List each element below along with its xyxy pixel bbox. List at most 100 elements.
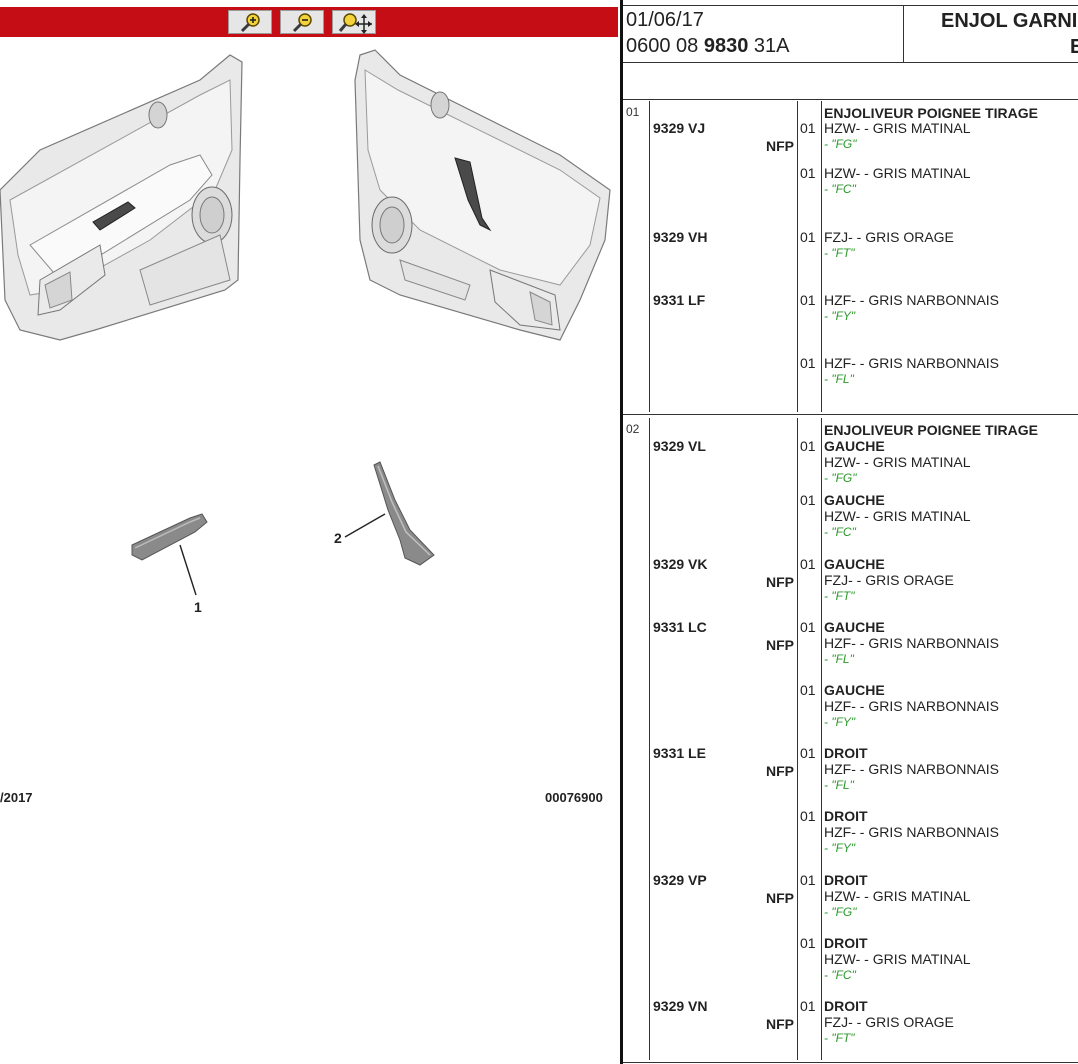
part-description: HZF- - GRIS NARBONNAIS- "FY" bbox=[824, 292, 999, 324]
viewer-toolbar bbox=[0, 7, 618, 37]
quantity: 01 bbox=[800, 492, 816, 508]
quantity: 01 bbox=[800, 935, 816, 951]
quantity: 01 bbox=[800, 165, 816, 181]
part-2-illustration bbox=[344, 461, 435, 566]
column-divider bbox=[797, 101, 798, 412]
trim-color: HZF- - GRIS NARBONNAIS bbox=[824, 824, 1000, 840]
nfp-flag: NFP bbox=[766, 138, 794, 154]
option-code: - "FT" bbox=[824, 246, 855, 260]
side-label: DROIT bbox=[824, 998, 868, 1014]
trim-color: FZJ- - GRIS ORAGE bbox=[824, 572, 954, 588]
trim-color: HZW- - GRIS MATINAL bbox=[824, 951, 971, 967]
group-separator bbox=[623, 414, 1078, 415]
column-divider bbox=[649, 101, 650, 412]
quantity: 01 bbox=[800, 808, 816, 824]
part-number: 9331 LE bbox=[653, 745, 706, 761]
option-code: - "FT" bbox=[824, 1031, 855, 1045]
trim-color: FZJ- - GRIS ORAGE bbox=[824, 1014, 954, 1030]
group-index: 01 bbox=[626, 105, 640, 119]
catalog-date: 01/06/17 bbox=[626, 9, 704, 31]
exploded-view-panel: 1 2 /2017 00076900 bbox=[0, 7, 618, 805]
option-code: - "FT" bbox=[824, 589, 855, 603]
right-door-panel-illustration bbox=[354, 49, 611, 341]
column-divider bbox=[649, 418, 650, 1060]
option-code: - "FL" bbox=[824, 652, 854, 666]
option-code: - "FC" bbox=[824, 968, 856, 982]
exploded-view-drawing bbox=[0, 49, 611, 596]
callout-1: 1 bbox=[194, 599, 202, 615]
part-description: HZW- - GRIS MATINAL- "FC" bbox=[824, 165, 970, 197]
part-number: 9329 VJ bbox=[653, 120, 706, 136]
option-code: - "FY" bbox=[824, 841, 856, 855]
side-label: DROIT bbox=[824, 808, 868, 824]
side-label: GAUCHE bbox=[824, 682, 885, 698]
trim-color: HZF- - GRIS NARBONNAIS bbox=[824, 698, 1000, 714]
part-number: 9329 VK bbox=[653, 556, 708, 572]
option-code: - "FG" bbox=[824, 471, 857, 485]
trim-color: HZF- - GRIS NARBONNAIS bbox=[824, 292, 1000, 308]
quantity: 01 bbox=[800, 556, 816, 572]
section-letter: E bbox=[1070, 36, 1078, 59]
column-divider bbox=[821, 101, 822, 412]
nfp-flag: NFP bbox=[766, 763, 794, 779]
zoom-in-button[interactable] bbox=[228, 10, 272, 34]
part-number: 9329 VL bbox=[653, 438, 706, 454]
quantity: 01 bbox=[800, 355, 816, 371]
catalog-reference: 0600 08 9830 31A bbox=[626, 35, 790, 57]
header-meta: 01/06/17 0600 08 9830 31A bbox=[623, 6, 904, 62]
part-number: 9329 VH bbox=[653, 229, 708, 245]
quantity: 01 bbox=[800, 872, 816, 888]
zoom-in-icon bbox=[240, 13, 260, 33]
side-label: GAUCHE bbox=[824, 556, 885, 572]
part-number: 9331 LF bbox=[653, 292, 706, 308]
part-number: 9331 LC bbox=[653, 619, 707, 635]
side-label: DROIT bbox=[824, 745, 868, 761]
part-description: HZW- - GRIS MATINAL- "FG" bbox=[824, 120, 970, 152]
option-code: - "FL" bbox=[824, 372, 854, 386]
quantity: 01 bbox=[800, 229, 816, 245]
drawing-date: /2017 bbox=[0, 790, 33, 805]
side-label: DROIT bbox=[824, 872, 868, 888]
trim-color: HZF- - GRIS NARBONNAIS bbox=[824, 635, 1000, 651]
group-separator bbox=[623, 1062, 1078, 1063]
quantity: 01 bbox=[800, 120, 816, 136]
trim-color: HZW- - GRIS MATINAL bbox=[824, 120, 971, 136]
option-code: - "FY" bbox=[824, 309, 856, 323]
header-spacer-row bbox=[623, 61, 1078, 100]
option-code: - "FC" bbox=[824, 182, 856, 196]
option-code: - "FG" bbox=[824, 137, 857, 151]
trim-color: HZW- - GRIS MATINAL bbox=[824, 888, 971, 904]
nfp-flag: NFP bbox=[766, 637, 794, 653]
trim-color: HZF- - GRIS NARBONNAIS bbox=[824, 355, 1000, 371]
part-description: HZF- - GRIS NARBONNAIS- "FL" bbox=[824, 355, 999, 387]
part-number: 9329 VN bbox=[653, 998, 708, 1014]
side-label: GAUCHE bbox=[824, 492, 885, 508]
side-label: DROIT bbox=[824, 935, 868, 951]
column-divider bbox=[797, 418, 798, 1060]
quantity: 01 bbox=[800, 998, 816, 1014]
trim-color: HZF- - GRIS NARBONNAIS bbox=[824, 761, 1000, 777]
nfp-flag: NFP bbox=[766, 1016, 794, 1032]
quantity: 01 bbox=[800, 292, 816, 308]
trim-color: HZW- - GRIS MATINAL bbox=[824, 165, 971, 181]
zoom-out-button[interactable] bbox=[280, 10, 324, 34]
drawing-reference: 00076900 bbox=[545, 790, 603, 805]
option-code: - "FG" bbox=[824, 905, 857, 919]
part-number: 9329 VP bbox=[653, 872, 707, 888]
parts-header: 01/06/17 0600 08 9830 31A ENJOL GARNI E bbox=[623, 5, 1078, 63]
parts-list-panel: 01/06/17 0600 08 9830 31A ENJOL GARNI E … bbox=[620, 0, 1078, 1064]
pan-zoom-button[interactable] bbox=[332, 10, 376, 34]
callout-2: 2 bbox=[334, 530, 342, 546]
group-title: ENJOLIVEUR POIGNEE TIRAGE bbox=[824, 105, 1038, 121]
group-index: 02 bbox=[626, 422, 640, 436]
quantity: 01 bbox=[800, 745, 816, 761]
